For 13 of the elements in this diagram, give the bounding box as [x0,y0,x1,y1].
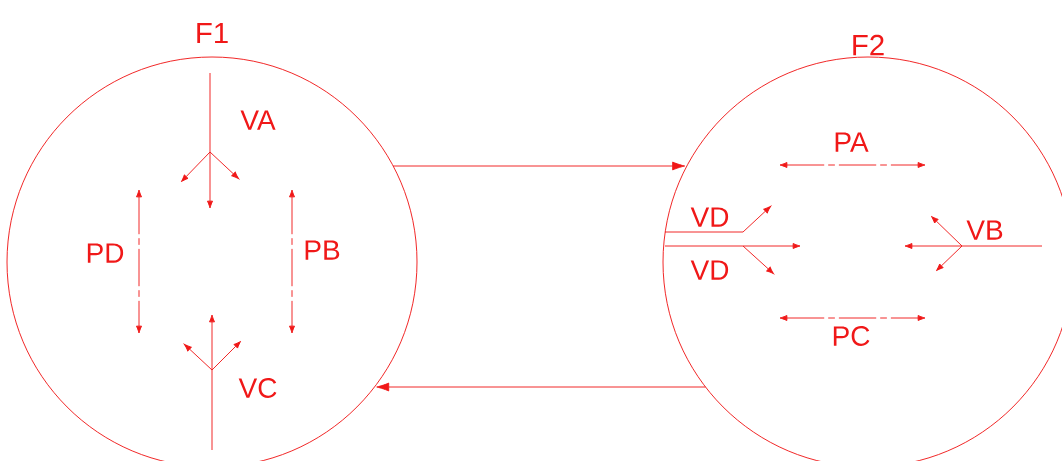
node-label: F2 [853,34,884,56]
symbol-label: PC [833,326,870,346]
arrow [376,382,706,392]
symbol-label: PA [835,132,869,152]
symbol-label: VC [238,378,277,398]
symbol-label: PD [87,243,124,263]
symbol-label: VD [690,207,729,227]
symbol-label: PB [305,240,340,260]
node-label: F1 [197,22,228,44]
symbol-label: VA [240,110,276,130]
symbol-label: VB [966,220,1003,240]
arrow [392,161,686,171]
symbol-label: VD [690,260,729,280]
